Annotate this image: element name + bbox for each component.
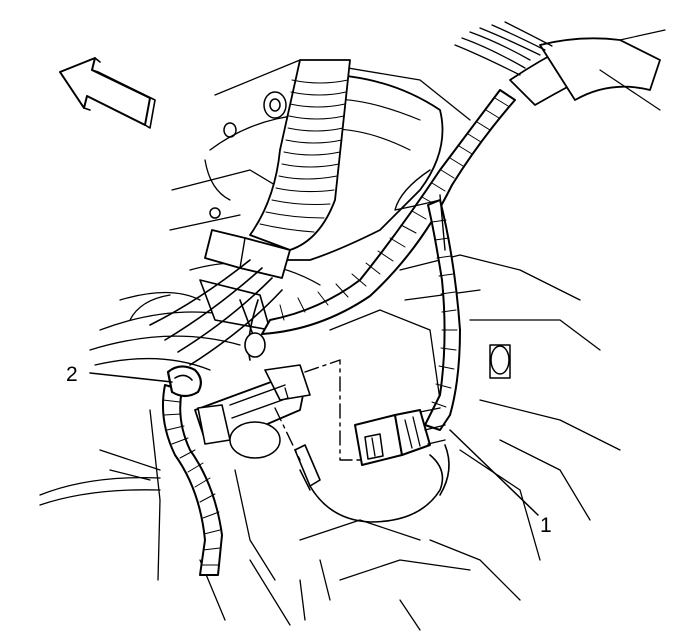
main-wiring-harness [261, 89, 516, 335]
tube-bundle [149, 259, 283, 366]
leader-line-1 [449, 429, 539, 516]
connector-bracket [194, 364, 311, 459]
branch-harness [394, 169, 461, 431]
corrugated-hose [249, 59, 351, 251]
leader-line-2 [89, 372, 173, 383]
harness-clip [166, 365, 202, 398]
engine-background-linework [39, 59, 621, 631]
direction-arrow-icon [59, 57, 156, 129]
callout-1: 1 [540, 514, 552, 537]
callout-leaders [89, 372, 539, 516]
electrical-connector [354, 407, 446, 466]
connector-lead-wire [309, 444, 450, 523]
left-wiring-harness [162, 384, 223, 576]
upper-wire-bundle [454, 21, 666, 111]
pigtail-plug [294, 444, 321, 491]
alignment-dashed-lines [274, 359, 361, 461]
callout-2: 2 [66, 363, 78, 386]
